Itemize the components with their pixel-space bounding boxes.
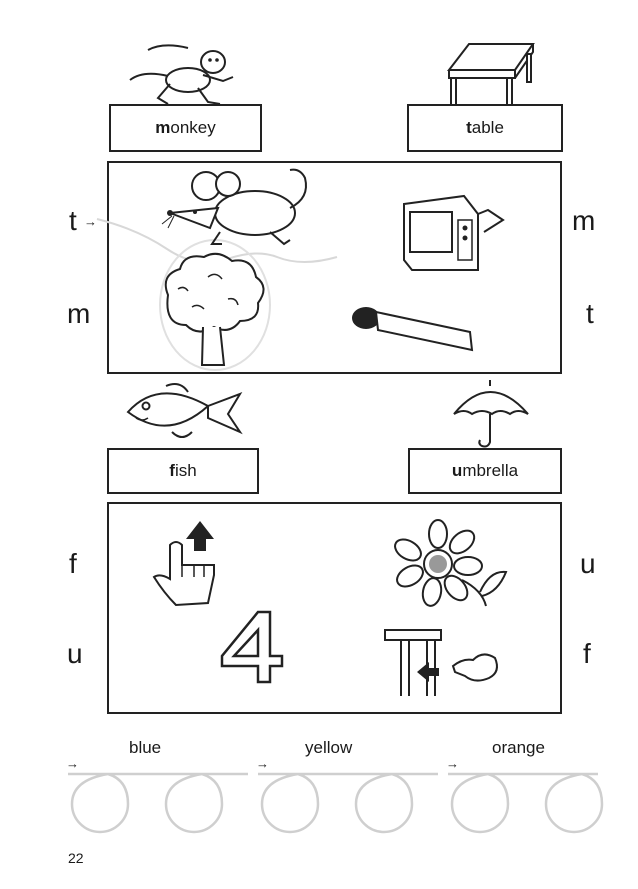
initial-letter: f [169,461,175,480]
flower-icon [394,519,508,607]
color-word-orange: orange [492,738,545,757]
color-word-blue: blue [129,738,162,757]
word-rest: able [471,118,504,137]
start-arrow-icon: → [446,756,459,771]
start-arrow-icon: → [256,756,269,771]
mouse-icon [161,168,307,246]
right-letter-1: u [580,548,596,579]
right-letter-2: f [583,638,591,669]
left-letter-1: f [69,548,77,579]
left-letter-2: m [67,298,91,329]
initial-letter: u [451,461,463,480]
table-icon [446,43,535,111]
tracing-pattern [68,772,604,834]
initial-letter: t [466,118,472,137]
word-rest: onkey [170,118,216,137]
under-icon [384,629,498,696]
matching-panel-1 [107,161,562,374]
matching-panel-2 [107,502,562,714]
umbrella-icon [453,380,529,448]
right-letter-1: m [572,205,596,236]
start-arrow-icon: → [84,214,97,229]
tree-icon [164,252,265,366]
fish-icon [126,383,243,438]
initial-letter: m [155,118,171,137]
left-letter-2: u [67,638,83,669]
color-word-yellow: yellow [305,738,353,757]
right-letter-2: t [586,298,594,329]
finger-up-icon [152,521,215,607]
word-rest: mbrella [462,461,519,480]
start-arrow-icon: → [66,756,79,771]
left-letter-1: t [69,205,77,236]
monkey-icon [129,44,234,105]
page-number: 22 [68,850,84,866]
television-icon [403,194,505,271]
word-rest: ish [174,461,197,480]
matchstick-icon [352,307,474,352]
four-icon [220,610,284,684]
